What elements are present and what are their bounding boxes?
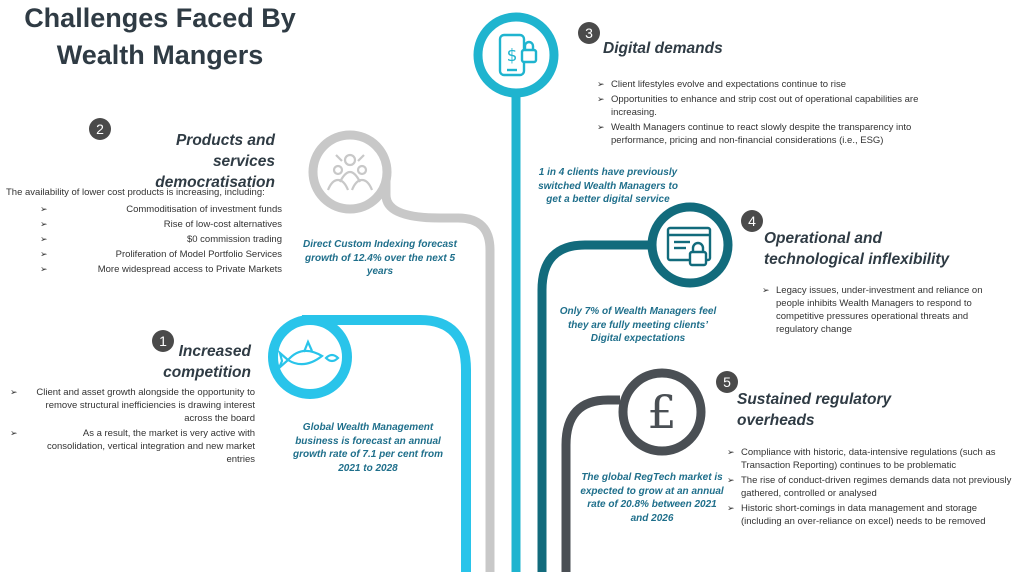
people-network-icon: [326, 153, 374, 191]
circle-5: £: [618, 368, 706, 456]
section-5-number: 5: [716, 371, 738, 393]
section-1-heading: Increased competition: [163, 343, 251, 381]
section-2-point: Rise of low-cost alternatives: [40, 218, 282, 231]
section-5-points: Compliance with historic, data-intensive…: [727, 446, 1017, 530]
section-2-point: More widespread access to Private Market…: [40, 263, 282, 276]
section-3-point: Wealth Managers continue to react slowly…: [597, 121, 957, 147]
section-5-heading: Sustained regulatory overheads: [737, 391, 892, 429]
pipe-1: [302, 315, 471, 572]
section-2-heading: Products and services democratisation: [155, 132, 275, 191]
section-1-points: Client and asset growth alongside the op…: [10, 386, 255, 468]
circle-4: [647, 202, 733, 288]
page-title: Challenges Faced By Wealth Mangers: [24, 3, 296, 70]
section-5-stat: The global RegTech market is expected to…: [580, 472, 724, 524]
section-4-point: Legacy issues, under-investment and reli…: [762, 284, 1002, 336]
shark-fish-icon: [277, 339, 340, 369]
section-3-stat: 1 in 4 clients have previously switched …: [538, 167, 678, 205]
section-5-point: The rise of conduct-driven regimes deman…: [727, 474, 1017, 500]
mobile-lock-icon: $: [498, 33, 538, 77]
section-3-number: 3: [578, 22, 600, 44]
pipe-5: [561, 395, 620, 572]
svg-text:$: $: [507, 46, 518, 66]
section-2-stat: Direct Custom Indexing forecast growth o…: [303, 239, 457, 277]
section-2-intro: The availability of lower cost products …: [6, 187, 265, 198]
section-3-points: Client lifestyles evolve and expectation…: [597, 78, 957, 149]
circle-1: [268, 315, 352, 399]
section-3-point: Client lifestyles evolve and expectation…: [597, 78, 957, 91]
pipe-4: [537, 240, 650, 572]
section-2-point: Proliferation of Model Portfolio Service…: [40, 248, 282, 261]
pipe-2: [381, 168, 495, 572]
section-4-heading: Operational and technological inflexibil…: [764, 230, 950, 268]
circle-3: $: [473, 12, 559, 98]
browser-lock-icon: [666, 226, 712, 267]
section-1-stat: Global Wealth Management business is for…: [292, 422, 444, 474]
section-2-point: $0 commission trading: [40, 233, 282, 246]
section-4-points: Legacy issues, under-investment and reli…: [762, 284, 1002, 338]
section-4-stat: Only 7% of Wealth Managers feel they are…: [559, 306, 717, 344]
section-2-number: 2: [89, 118, 111, 140]
section-3-heading: Digital demands: [603, 40, 723, 57]
section-1-point: As a result, the market is very active w…: [10, 427, 255, 466]
section-5-point: Compliance with historic, data-intensive…: [727, 446, 1017, 472]
section-3-point: Opportunities to enhance and strip cost …: [597, 93, 957, 119]
pound-sign-icon: £: [647, 385, 676, 439]
section-2-points: Commoditisation of investment funds Rise…: [40, 203, 282, 278]
section-1-point: Client and asset growth alongside the op…: [10, 386, 255, 425]
section-5-point: Historic short-comings in data managemen…: [727, 502, 1017, 528]
circle-2: [308, 130, 392, 214]
section-4-number: 4: [741, 210, 763, 232]
section-1-number: 1: [152, 330, 174, 352]
section-2-point: Commoditisation of investment funds: [40, 203, 282, 216]
